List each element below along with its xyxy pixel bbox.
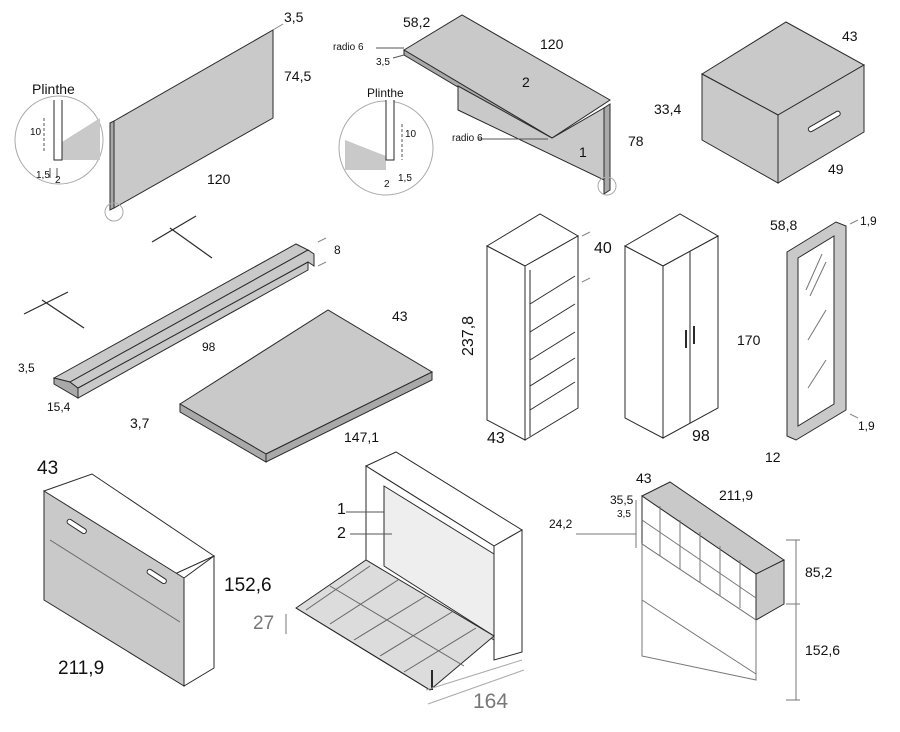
bookcase-drawing bbox=[485, 213, 591, 441]
bed-open-width: 164 bbox=[473, 690, 509, 713]
plinth-right-a: 2 bbox=[384, 179, 390, 190]
mirror-frame-bottom: 1,9 bbox=[858, 419, 875, 433]
plinth-title-left: Plinthe bbox=[32, 81, 75, 97]
desk-top-part-1: 1 bbox=[579, 144, 587, 160]
shelf-drawing bbox=[52, 237, 327, 399]
shelf-length: 98 bbox=[202, 340, 216, 354]
desk-top-width: 120 bbox=[540, 36, 564, 52]
bed-closed-drawing bbox=[42, 473, 216, 687]
board-depth: 43 bbox=[392, 308, 408, 324]
shelf-height: 8 bbox=[334, 243, 341, 257]
wardrobe-drawing bbox=[623, 213, 720, 439]
bed-unit-bed-height: 152,6 bbox=[805, 642, 841, 658]
board-drawing bbox=[179, 309, 434, 463]
bed-unit-d1: 35,5 bbox=[610, 493, 634, 507]
desk-top-part-2: 2 bbox=[522, 74, 530, 90]
connector-fittings bbox=[23, 215, 213, 329]
desk-top-thickness: 3,5 bbox=[376, 57, 390, 68]
drawer-width: 49 bbox=[828, 161, 844, 177]
desk-panel-thickness: 3,5 bbox=[284, 9, 304, 25]
desk-top-radius-bottom: radio 6 bbox=[452, 133, 483, 144]
bed-unit-height: 85,2 bbox=[805, 564, 833, 580]
wardrobe-width: 98 bbox=[692, 428, 710, 445]
desk-panel-width: 120 bbox=[207, 171, 231, 187]
board-thickness: 3,7 bbox=[130, 415, 150, 431]
desk-top-depth: 58,2 bbox=[403, 14, 431, 30]
bed-closed-depth: 43 bbox=[37, 458, 59, 479]
plinth-left-a: 1,5 bbox=[36, 170, 50, 181]
bed-with-unit-drawing bbox=[576, 481, 800, 701]
board-length: 147,1 bbox=[344, 429, 380, 445]
desk-panel-height: 74,5 bbox=[284, 68, 312, 84]
shelf-lip: 3,5 bbox=[18, 361, 35, 375]
bookcase-depth: 43 bbox=[487, 430, 505, 447]
bed-closed-height: 152,6 bbox=[224, 575, 272, 596]
plinth-title-right: Plinthe bbox=[367, 86, 404, 100]
bed-unit-depth: 43 bbox=[636, 470, 652, 486]
bed-unit-width: 211,9 bbox=[719, 487, 753, 503]
mirror-frame-top: 1,9 bbox=[860, 214, 877, 228]
desk-panel-drawing bbox=[14, 23, 284, 222]
mirror-width: 58,8 bbox=[770, 217, 798, 233]
plinth-left-b: 2 bbox=[55, 175, 61, 186]
plinth-right-b: 1,5 bbox=[398, 173, 412, 184]
plinth-right-height: 10 bbox=[405, 129, 417, 140]
wardrobe-height: 170 bbox=[737, 332, 761, 348]
desk-top-height: 78 bbox=[628, 133, 644, 149]
bed-open-part-2: 2 bbox=[337, 525, 346, 542]
desk-top-radius-top: radio 6 bbox=[333, 42, 364, 53]
bed-open-leg: 27 bbox=[253, 613, 275, 634]
mirror-depth: 12 bbox=[765, 449, 781, 465]
mirror-drawing bbox=[786, 219, 859, 441]
desk-top-drawing bbox=[338, 14, 617, 196]
drawer-depth: 43 bbox=[842, 28, 858, 44]
plinth-left-height: 10 bbox=[30, 127, 42, 138]
shelf-depth: 15,4 bbox=[47, 400, 71, 414]
bed-closed-width: 211,9 bbox=[58, 658, 105, 679]
bed-unit-d2: 3,5 bbox=[617, 509, 631, 520]
bed-unit-d3: 24,2 bbox=[549, 517, 573, 531]
bed-open-part-1: 1 bbox=[337, 501, 346, 518]
bookcase-height: 237,8 bbox=[460, 315, 477, 356]
bed-open-drawing bbox=[285, 451, 525, 705]
drawer-unit-drawing bbox=[701, 21, 866, 184]
drawer-height: 33,4 bbox=[654, 101, 682, 117]
bookcase-width: 40 bbox=[594, 240, 612, 257]
